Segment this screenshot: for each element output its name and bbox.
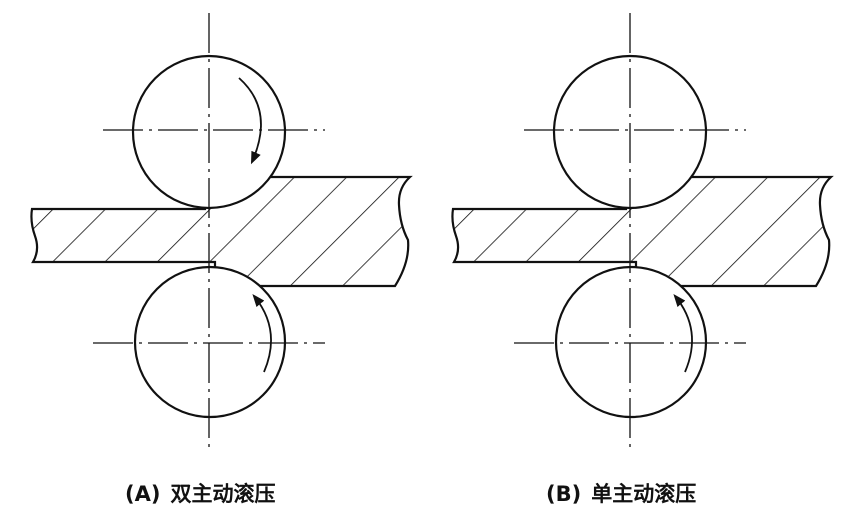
workpiece-strip [451,175,834,288]
workpiece-strip [30,175,413,288]
bottom-roll [554,265,708,419]
bottom-roll-rotation-arrow [673,294,693,373]
figure-a-double-drive [30,13,413,448]
caption-b: (B) 单主动滚压 [546,478,706,508]
caption-a-tag: (A) [125,482,161,506]
caption-a: (A) 双主动滚压 [125,478,285,508]
caption-b-tag: (B) [546,482,582,506]
bottom-roll [133,265,287,419]
top-roll-rotation-arrow [238,77,262,165]
caption-b-text: 单主动滚压 [591,482,697,506]
caption-a-text: 双主动滚压 [170,482,276,506]
figure-b-single-drive [451,13,834,448]
bottom-roll-rotation-arrow [252,294,272,373]
